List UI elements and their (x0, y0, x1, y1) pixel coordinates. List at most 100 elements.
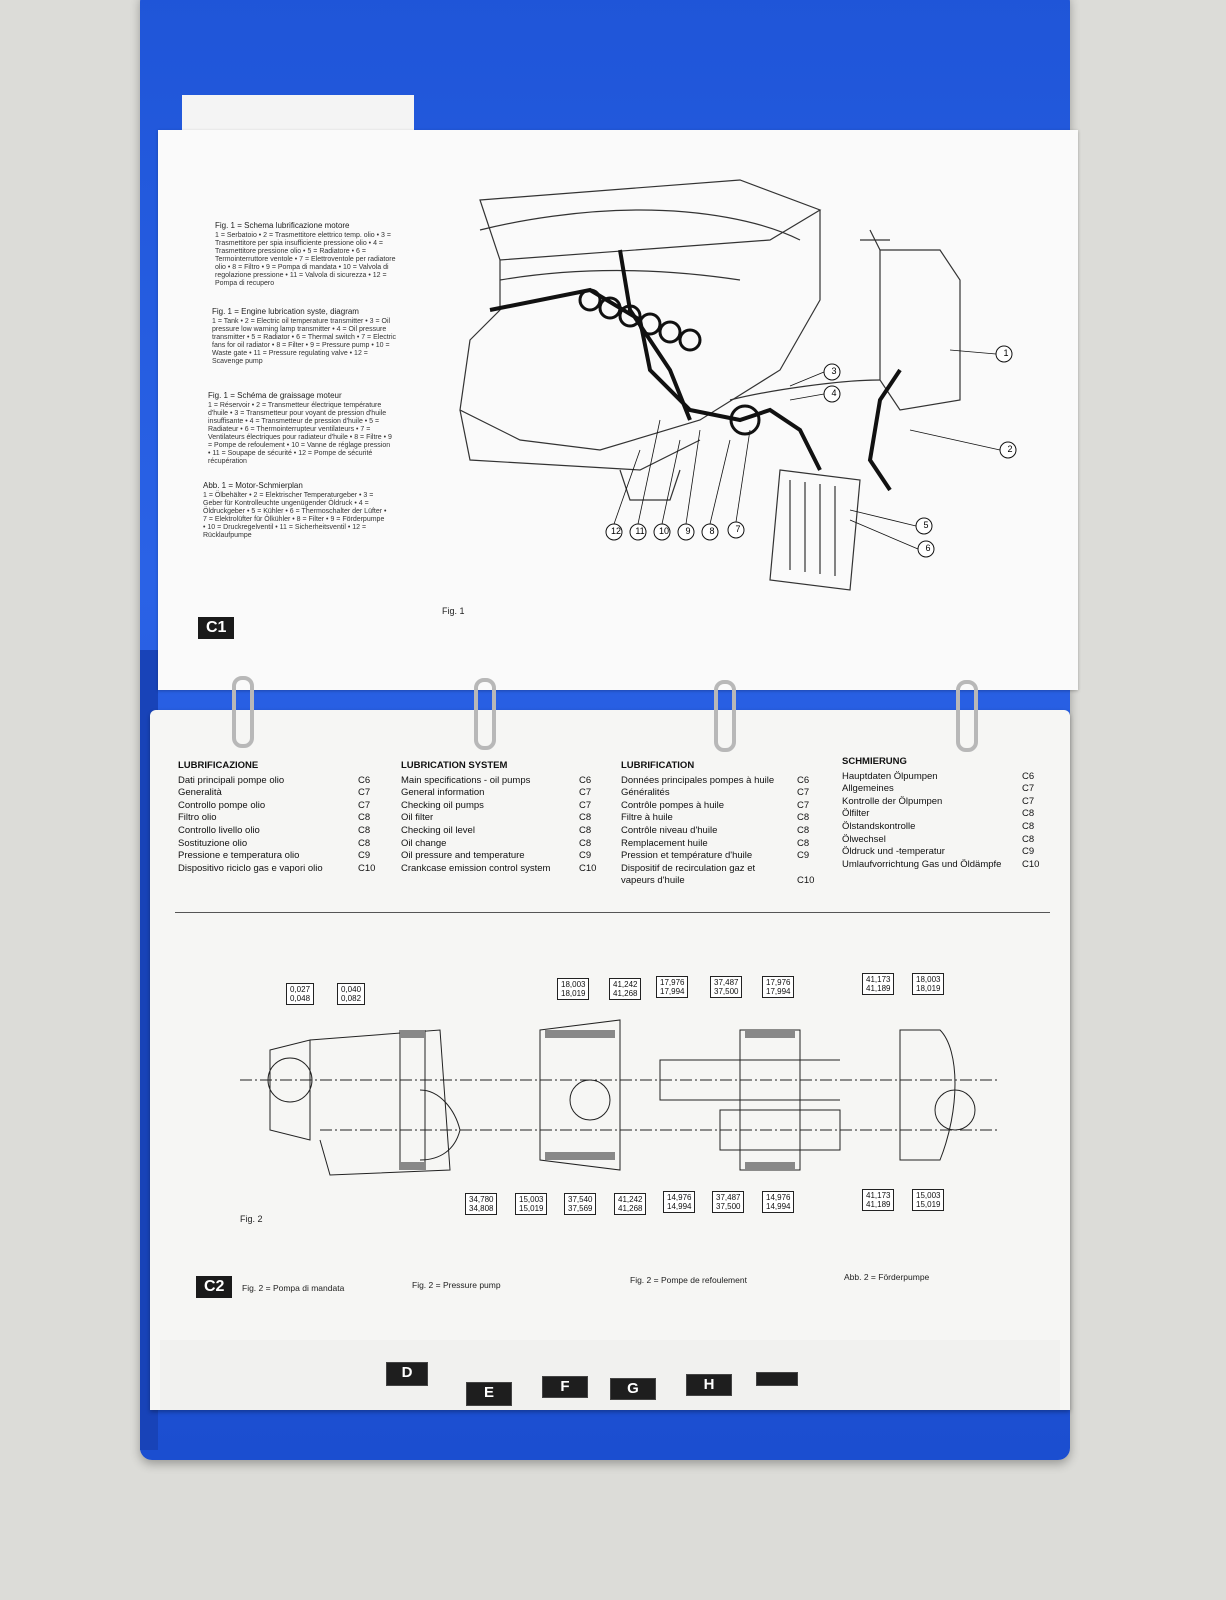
fig2-label: Fig. 2 (240, 1214, 263, 1224)
fig2-caption-english: Fig. 2 = Pressure pump (412, 1280, 501, 1290)
engine-lubrication-diagram (459, 179, 961, 591)
caption-title: Fig. 1 = Schéma de graissage moteur (208, 391, 342, 400)
pressure-pump-drawing (240, 1019, 1000, 1176)
section-tab-partial[interactable] (756, 1372, 798, 1386)
caption-text: 1 = Serbatoio • 2 = Trasmettitore elettr… (215, 232, 396, 287)
callout-6: 6 (925, 543, 931, 553)
caption-title: Abb. 1 = Motor-Schmierplan (203, 481, 303, 490)
callout-1: 1 (1003, 348, 1009, 358)
caption-english: Fig. 1 = Engine lubrication syste, diagr… (212, 308, 397, 366)
callout-12: 12 (610, 526, 621, 536)
fig2-caption-german: Abb. 2 = Förderpumpe (844, 1272, 930, 1282)
section-badge-c1: C1 (198, 617, 235, 639)
caption-french: Fig. 1 = Schéma de graissage moteur 1 = … (208, 392, 393, 466)
caption-italian: Fig. 1 = Schema lubrificazione motore 1 … (215, 222, 400, 288)
bottom-page (150, 710, 1070, 1410)
section-divider (175, 912, 1050, 913)
toc-heading: LUBRIFICATION (621, 760, 695, 771)
fig1-label: Fig. 1 (442, 606, 465, 616)
section-tab-d[interactable]: D (386, 1362, 428, 1386)
toc-italian: LUBRIFICAZIONE Dati principali pompe oli… (178, 760, 376, 875)
binder-ring (956, 680, 978, 752)
top-page (158, 130, 1078, 690)
caption-text: 1 = Réservoir • 2 = Transmetteur électri… (208, 402, 392, 465)
callout-4: 4 (831, 388, 837, 398)
section-tab-g[interactable]: G (610, 1378, 656, 1400)
fig2-caption-italian: Fig. 2 = Pompa di mandata (242, 1283, 345, 1293)
callout-3: 3 (831, 366, 837, 376)
callout-7: 7 (735, 524, 741, 534)
fig2-caption-french: Fig. 2 = Pompe de refoulement (630, 1275, 747, 1285)
toc-heading: LUBRIFICAZIONE (178, 760, 259, 771)
callout-9: 9 (685, 526, 691, 536)
section-tab-h[interactable]: H (686, 1374, 732, 1396)
binder-ring (714, 680, 736, 752)
caption-title: Fig. 1 = Schema lubrificazione motore (215, 221, 350, 230)
binder-ring (474, 678, 496, 750)
caption-title: Fig. 1 = Engine lubrication syste, diagr… (212, 307, 359, 316)
section-badge-c2: C2 (196, 1276, 233, 1298)
toc-english: LUBRICATION SYSTEM Main specifications -… (401, 760, 599, 875)
callout-markers (605, 345, 1017, 558)
toc-row: Dispositif de recirculation gaz et (621, 862, 756, 874)
caption-german: Abb. 1 = Motor-Schmierplan 1 = Ölbehälte… (203, 482, 388, 540)
binder-ring (232, 676, 254, 748)
section-tab-f[interactable]: F (542, 1376, 588, 1398)
callout-10: 10 (658, 526, 669, 536)
caption-text: 1 = Ölbehälter • 2 = Elektrischer Temper… (203, 492, 387, 539)
section-tab-e[interactable]: E (466, 1382, 512, 1406)
toc-heading: SCHMIERUNG (842, 756, 907, 767)
caption-text: 1 = Tank • 2 = Electric oil temperature … (212, 318, 397, 365)
callout-8: 8 (709, 526, 715, 536)
